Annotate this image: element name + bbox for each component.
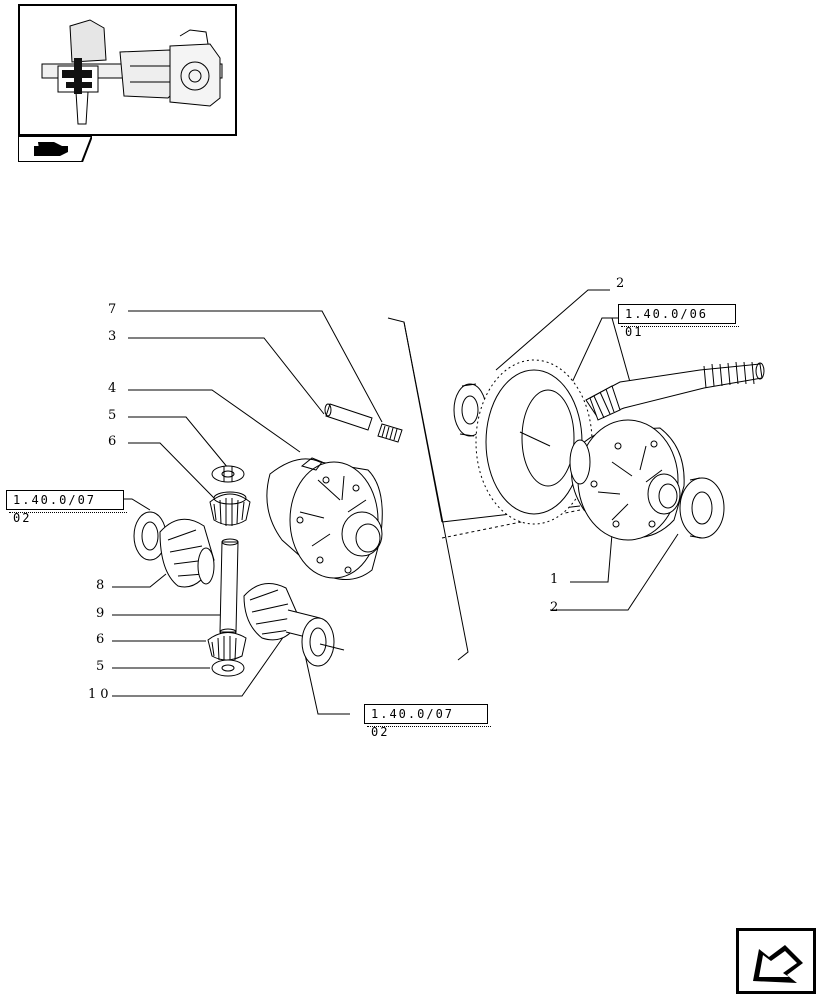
- callout-5-top: 5: [108, 408, 121, 423]
- callout-1: 1: [550, 572, 563, 587]
- callout-2-right: 2: [550, 600, 563, 615]
- callout-9: 9: [96, 606, 109, 621]
- callout-6-top: 6: [108, 434, 121, 449]
- part-9-cross-shaft: [219, 538, 239, 636]
- part-1-differential-case: [569, 419, 685, 541]
- next-page-arrow-icon: [753, 945, 803, 983]
- callout-3: 3: [108, 329, 121, 344]
- part-5-washer-bottom: [211, 659, 245, 677]
- callout-6-bottom: 6: [96, 632, 109, 647]
- assembly-thumbnail: [18, 4, 237, 136]
- pointing-hand-icon: [34, 142, 68, 156]
- part-8-side-gear: [133, 511, 215, 588]
- part-4-differential-case: [266, 457, 383, 580]
- callout-4: 4: [108, 381, 121, 396]
- axle-assembly-thumbnail-icon: [41, 19, 223, 125]
- part-5-washer-top: [211, 465, 245, 483]
- callout-5-bottom: 5: [96, 659, 109, 674]
- reference-box-top[interactable]: 1.40.0/06 01: [618, 304, 739, 339]
- part-10-side-gear: [243, 583, 345, 667]
- part-6-pinion-top: [209, 491, 251, 526]
- part-6-pinion-bottom: [207, 632, 247, 662]
- part-2-bearing-right: [679, 477, 725, 539]
- callout-8: 8: [96, 578, 109, 593]
- callout-10: 10: [88, 687, 113, 702]
- part-3-screw: [377, 423, 403, 443]
- reference-box-bottom[interactable]: 1.40.0/07 02: [364, 704, 491, 739]
- reference-box-left[interactable]: 1.40.0/07 02: [6, 490, 127, 525]
- part-7-pin: [324, 403, 373, 431]
- callout-7: 7: [108, 302, 121, 317]
- thumbnail-tab: [18, 136, 92, 162]
- crown-wheel-and-pinion: [475, 359, 765, 525]
- leader-lines: [106, 289, 679, 715]
- callout-2-top: 2: [616, 276, 629, 291]
- next-page-button[interactable]: [736, 928, 816, 994]
